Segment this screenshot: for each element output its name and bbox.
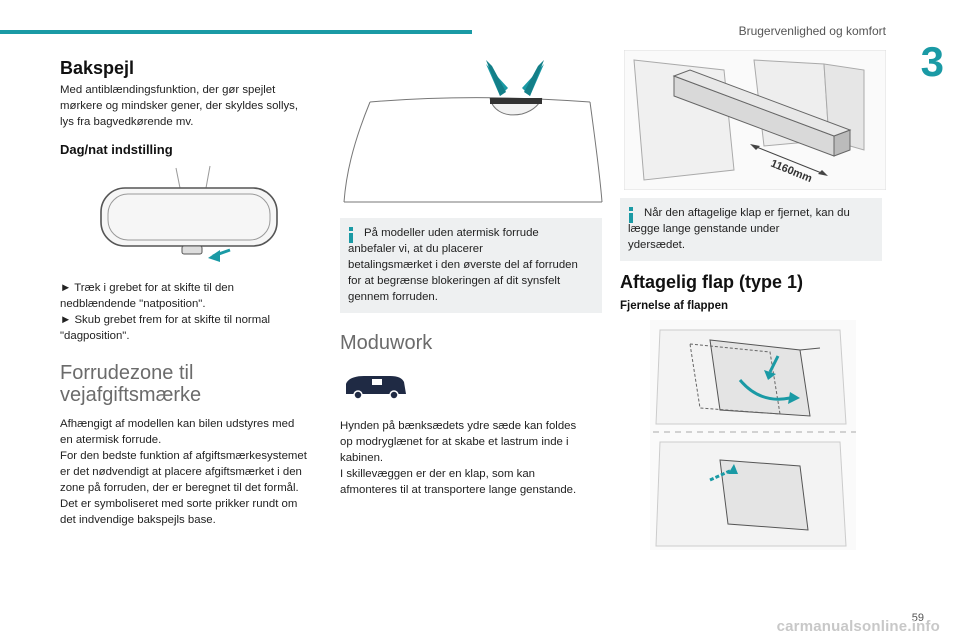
flap-removal-heading: Fjernelse af flappen [620,300,729,312]
info-box-long-objects: Når den aftagelige klap er fjernet, kan … [620,198,882,261]
windshield-zone-heading: Forrudezone til vejafgiftsmærke [60,362,202,406]
page-number: 59 [911,612,924,624]
daynight-steps: ► Træk i grebet for at skifte til den ne… [60,282,271,342]
mirror-description: Med antiblændingsfunktion, der gør spejl… [60,84,299,128]
watermark: carmanualsonline.info [776,618,940,635]
flap-heading: Aftagelig flap (type 1) [620,272,804,292]
mirror-heading: Bakspejl [60,58,135,78]
chapter-number: 3 [920,38,944,85]
flap-removal-illustration [650,320,856,550]
info-text: Når den aftagelige klap er fjernet, kan … [628,207,850,251]
info-icon [628,207,634,223]
moduwork-heading: Moduwork [340,332,433,354]
windshield-illustration [343,60,603,203]
section-header: Brugervenlighed og komfort [738,24,886,38]
rear-mirror-illustration [100,165,278,262]
van-interior-cargo-illustration: 1160mm [624,50,886,190]
van-icon [346,376,406,400]
info-icon [348,227,354,243]
windshield-zone-description: Afhængigt af modellen kan bilen udstyres… [60,418,307,526]
daynight-heading: Dag/nat indstilling [60,142,173,157]
info-box-sticker-placement: På modeller uden atermisk forrude anbefa… [340,218,602,313]
moduwork-description: Hynden på bænksædets ydre sæde kan folde… [340,420,577,496]
top-accent-bar [0,30,472,34]
info-text: På modeller uden atermisk forrude anbefa… [348,227,578,303]
